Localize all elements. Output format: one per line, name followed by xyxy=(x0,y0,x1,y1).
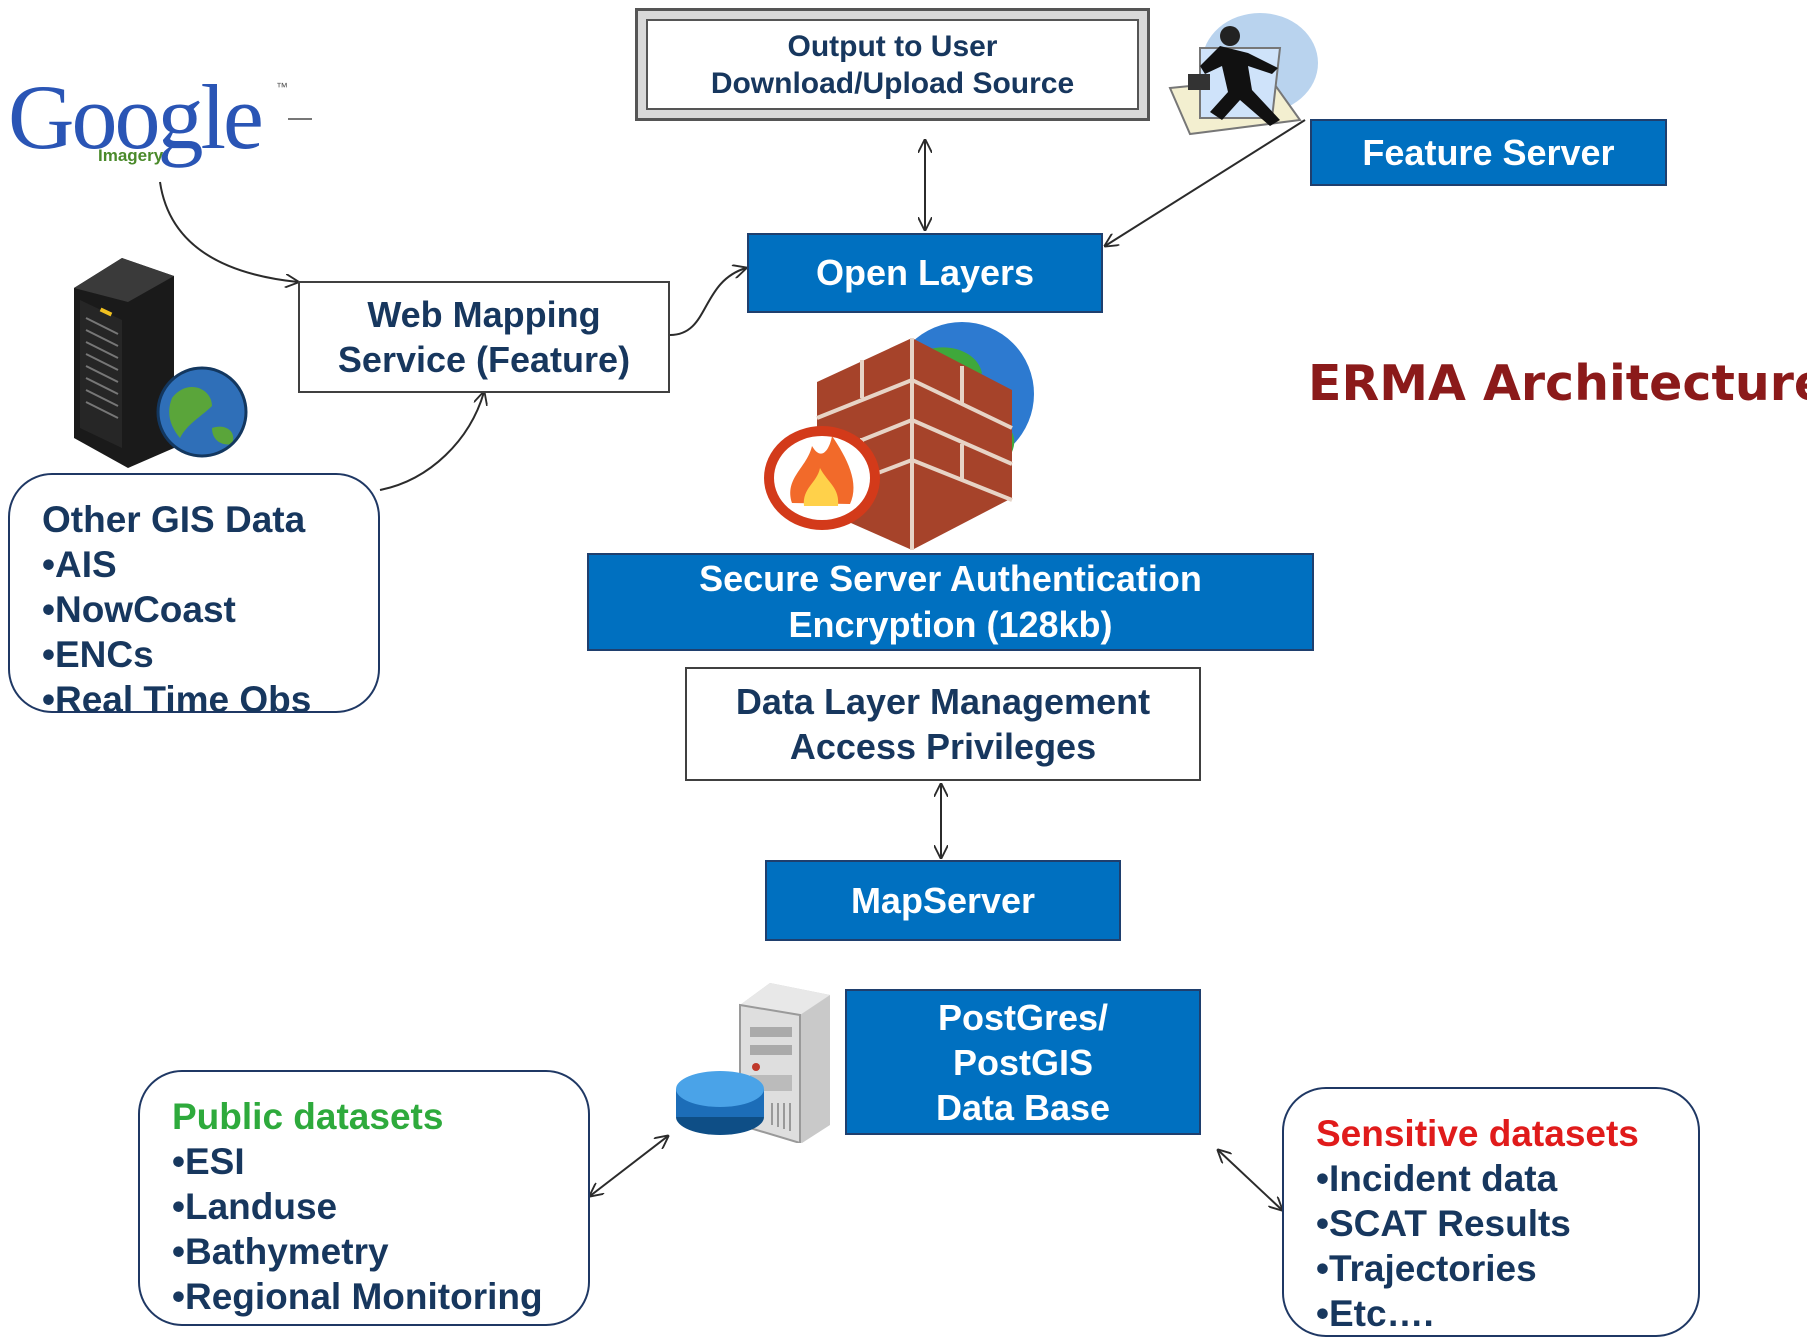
sensitive-datasets-box: Sensitive datasets Incident data SCAT Re… xyxy=(1282,1087,1700,1337)
postgres-postgis-box: PostGres/ PostGIS Data Base xyxy=(845,989,1201,1135)
postgres-line2: PostGIS xyxy=(952,1041,1094,1083)
other-gis-data-box: Other GIS Data AIS NowCoast ENCs Real Ti… xyxy=(8,473,380,720)
public-item: Landuse xyxy=(172,1184,588,1229)
web-mapping-service-box: Web Mapping Service (Feature) xyxy=(298,281,670,393)
arrow-google-wms xyxy=(159,181,298,282)
sensitive-item: Incident data xyxy=(1316,1156,1698,1201)
firewall-globe-icon xyxy=(762,318,1044,550)
secure-line1: Secure Server Authentication xyxy=(699,558,1202,599)
arrow-othergis-wms xyxy=(379,392,484,491)
secure-server-box: Secure Server Authentication Encryption … xyxy=(587,553,1314,651)
feature-server-label: Feature Server xyxy=(1362,131,1615,173)
google-tm: ™ xyxy=(276,80,288,94)
output-to-user-box: Output to User Download/Upload Source xyxy=(635,8,1150,121)
open-layers-box: Open Layers xyxy=(747,233,1103,313)
diagram-title: ERMA Architecture xyxy=(1308,355,1807,412)
businessman-running-icon xyxy=(1160,8,1320,138)
public-title: Public datasets xyxy=(172,1096,444,1137)
postgres-line1: PostGres/ xyxy=(937,996,1109,1038)
postgres-line3: Data Base xyxy=(935,1086,1111,1128)
arrow-featureserver-openlayers xyxy=(1105,119,1306,246)
public-datasets-box: Public datasets ESI Landuse Bathymetry R… xyxy=(138,1070,590,1326)
other-gis-item: NowCoast xyxy=(42,587,378,632)
database-server-icon xyxy=(672,975,837,1143)
other-gis-item: ENCs xyxy=(42,632,378,677)
google-word: Google xyxy=(8,66,264,168)
feature-server-box: Feature Server xyxy=(1310,119,1667,186)
other-gis-item: AIS xyxy=(42,542,378,587)
sensitive-item: Etc…. xyxy=(1316,1291,1698,1336)
output-line1: Output to User xyxy=(787,29,998,63)
sensitive-item: Trajectories xyxy=(1316,1246,1698,1291)
open-layers-label: Open Layers xyxy=(815,252,1035,293)
data-layer-management-box: Data Layer Management Access Privileges xyxy=(685,667,1201,781)
arrow-db-sensitive xyxy=(1218,1150,1282,1210)
data-layer-line2: Access Privileges xyxy=(789,726,1097,767)
other-gis-item: Real Time Obs xyxy=(42,677,378,722)
output-line2: Download/Upload Source xyxy=(710,66,1075,100)
google-imagery-logo: Google Imagery ™ xyxy=(8,66,318,180)
wms-line1: Web Mapping xyxy=(367,294,601,335)
google-imagery-sub: Imagery xyxy=(98,146,164,165)
secure-line2: Encryption (128kb) xyxy=(788,604,1113,645)
sensitive-title: Sensitive datasets xyxy=(1316,1113,1639,1154)
public-item: ESI xyxy=(172,1139,588,1184)
arrow-public-db xyxy=(590,1136,668,1196)
mapserver-label: MapServer xyxy=(850,879,1036,921)
other-gis-title: Other GIS Data xyxy=(42,499,306,540)
public-item: Regional Monitoring xyxy=(172,1274,588,1319)
arrow-wms-openlayers xyxy=(669,268,746,336)
data-layer-line1: Data Layer Management xyxy=(735,681,1151,722)
sensitive-item: SCAT Results xyxy=(1316,1201,1698,1246)
public-item: Bathymetry xyxy=(172,1229,588,1274)
wms-line2: Service (Feature) xyxy=(337,339,631,380)
server-rack-globe-icon xyxy=(62,248,252,468)
mapserver-box: MapServer xyxy=(765,860,1121,941)
